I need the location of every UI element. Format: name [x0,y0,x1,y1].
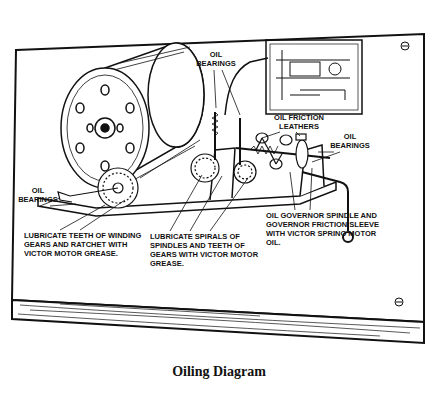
governor [296,140,308,168]
spring-barrel [101,85,109,95]
winding-gear [58,188,118,202]
gear-train [195,158,215,178]
gear-train [239,118,241,165]
screw [395,42,409,306]
governor [262,138,270,152]
instruction-note: OIL GOVERNOR SPINDLE AND GOVERNOR FRICTI… [266,211,392,247]
spring-barrel [101,161,109,171]
inset-schematic [290,62,320,76]
leader-line [170,175,248,231]
wood-board [12,300,424,343]
winding-gear [58,168,138,208]
inset-schematic [270,44,358,110]
spring-barrel [101,124,109,132]
screw [395,298,403,306]
spring-barrel [61,43,204,188]
governor [280,135,292,145]
spring-barrel [67,75,143,181]
oil-point-label: OIL BEARINGS [190,50,242,68]
leader-line [262,132,300,138]
inset-schematic [282,50,283,100]
inset-schematic [276,60,350,61]
governor [256,138,262,150]
instruction-note: LUBRICATE SPIRALS OF SPINDLES AND TEETH … [150,232,262,268]
wood-board [12,34,424,322]
motor-frame [38,182,336,216]
leader-line [312,152,340,162]
screw [401,42,409,50]
oil-point-label: OIL FRICTION LEATHERS [266,113,332,131]
oil-point-label: OIL BEARINGS [14,186,62,204]
governor [276,154,282,164]
gear-train [191,112,256,183]
leader-line [60,200,125,230]
leader-line [214,70,240,115]
governor [270,152,276,164]
inset-schematic [329,63,341,75]
wood-board [12,34,424,343]
instruction-note: LUBRICATE TEETH OF WINDING GEARS AND RAT… [24,231,152,258]
spring-barrel [126,103,134,113]
spring-barrel [76,143,84,153]
inset-schematic [276,78,350,79]
leader-line [40,70,340,231]
gear-train [234,161,256,183]
spring-barrel [87,124,93,132]
spring-barrel [114,47,190,70]
governor [296,134,306,140]
governor [250,146,278,154]
spring-barrel [61,68,149,188]
spring-barrel [126,143,134,153]
inset-schematic [266,40,362,114]
oil-point-label: OIL BEARINGS [326,132,374,150]
figure-caption: Oiling Diagram [0,364,438,380]
gear-train [212,112,218,136]
screw [402,46,408,47]
screw [396,302,402,303]
spring-barrel [117,124,123,132]
spring-barrel [95,118,115,138]
wood-board [18,304,420,336]
spring-barrel [148,43,204,147]
leader-line [290,168,312,210]
inset-schematic [266,40,362,114]
spring-barrel [76,103,84,113]
gear-train [238,165,252,179]
inset-schematic [290,95,320,96]
